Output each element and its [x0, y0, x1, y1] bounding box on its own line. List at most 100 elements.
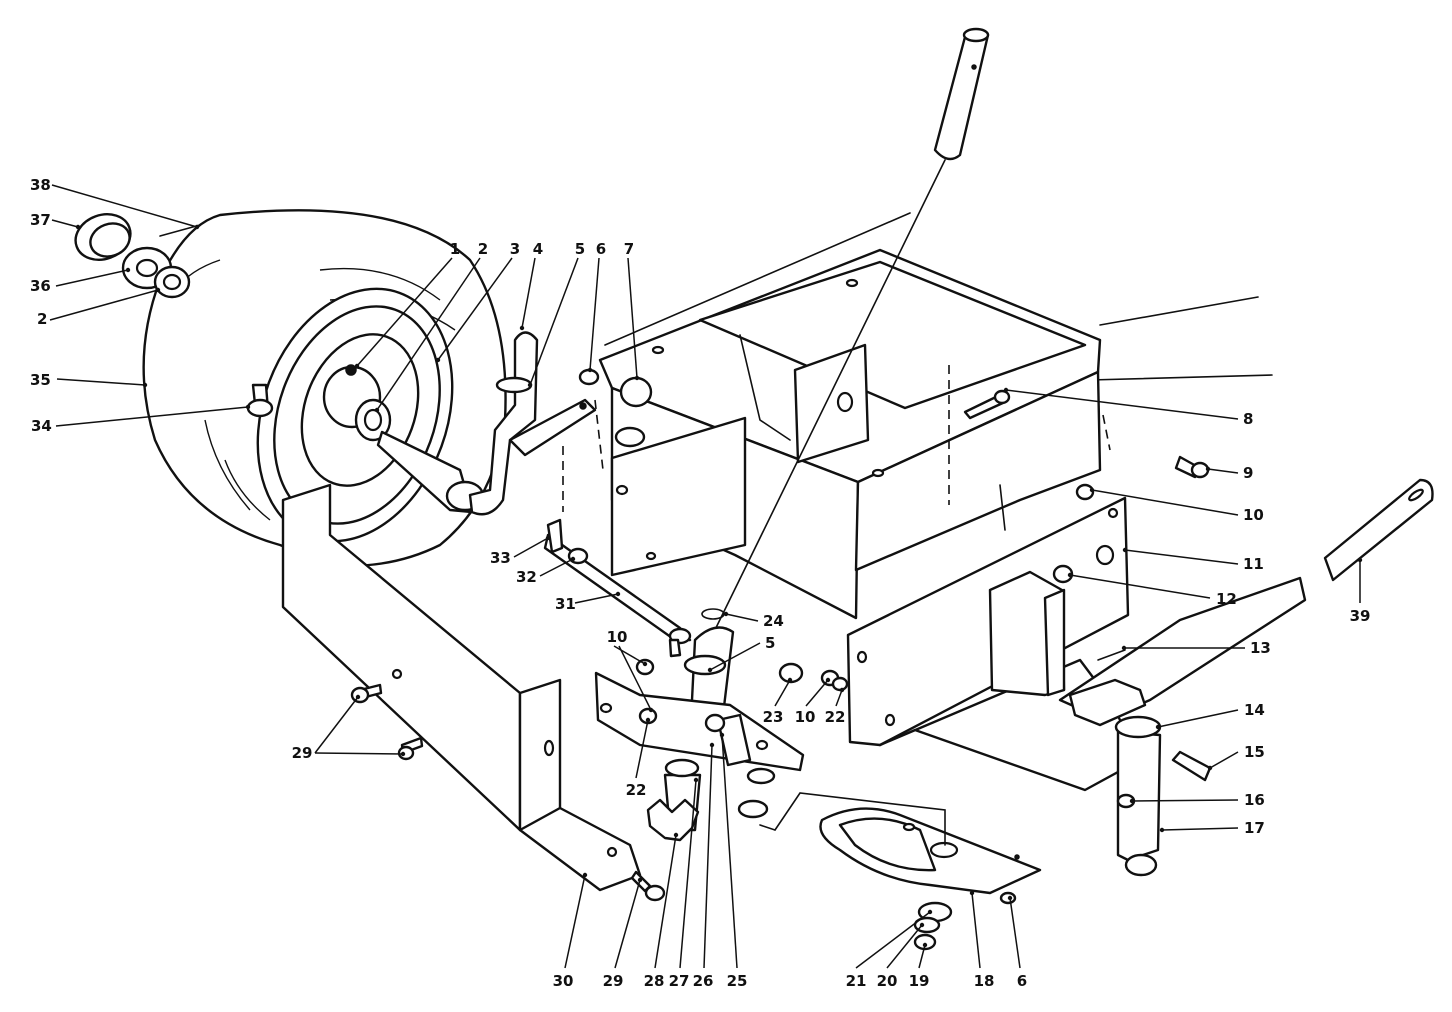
callout-number: 24 [763, 612, 784, 630]
leader-dot [519, 325, 525, 331]
leader-line [618, 645, 652, 711]
callout-number: 28 [644, 972, 665, 990]
callout-27: 27 [669, 777, 699, 990]
callout-number: 26 [693, 972, 714, 990]
leader-dot [75, 224, 81, 230]
callout-10: 10 [795, 677, 831, 726]
callout-number: 39 [1350, 607, 1371, 625]
leader-line [635, 719, 649, 779]
leader-dot [1205, 466, 1211, 472]
callout-31: 31 [555, 591, 621, 613]
leader-line [314, 752, 404, 755]
leader-dot [1155, 724, 1161, 730]
callout-number: 35 [30, 371, 51, 389]
callout-32: 32 [516, 556, 576, 586]
callout-5: 5 [707, 634, 775, 673]
leader-dot [927, 909, 933, 915]
leader-dot [545, 535, 551, 541]
leader-line [855, 911, 931, 969]
callout-16: 16 [1129, 791, 1265, 809]
callout-number: 3 [510, 240, 520, 258]
tie-rod [543, 518, 692, 658]
leader-dot [582, 872, 588, 878]
callout-number: 16 [1244, 791, 1265, 809]
callout-number: 5 [575, 240, 585, 258]
callout-number: 22 [825, 708, 846, 726]
leader-line [1069, 574, 1211, 599]
callout-number: 25 [727, 972, 748, 990]
callout-number: 6 [596, 240, 606, 258]
leader-line [805, 679, 829, 707]
leader-dot [374, 407, 380, 413]
leader-line [314, 696, 359, 754]
callout-35: 35 [30, 371, 148, 389]
leader-line [774, 679, 791, 707]
leader-dot [435, 357, 441, 363]
leader-dot [645, 717, 651, 723]
leader-line [1124, 549, 1239, 565]
leader-line [51, 219, 79, 228]
sector-gear-plate [819, 807, 1042, 951]
callout-17: 17 [1159, 819, 1265, 837]
callout-13: 13 [1121, 639, 1271, 657]
callout-19: 19 [909, 942, 929, 990]
leader-line [521, 257, 536, 329]
callout-number: 10 [607, 628, 628, 646]
callout-38: 38 [30, 176, 200, 230]
callout-number: 10 [1243, 506, 1264, 524]
callout-24: 24 [723, 611, 784, 630]
leader-line [437, 257, 513, 361]
callout-22: 22 [825, 687, 846, 726]
callout-34: 34 [31, 404, 251, 435]
callout-6: 6 [587, 240, 606, 373]
leader-dot [969, 890, 975, 896]
leader-line [529, 257, 579, 386]
leader-dot [155, 287, 161, 293]
leader-dot [1067, 572, 1073, 578]
leader-line [55, 269, 129, 287]
leader-dot [1129, 798, 1135, 804]
callout-number: 15 [1244, 743, 1265, 761]
callout-11: 11 [1122, 547, 1264, 573]
callout-15: 15 [1207, 743, 1265, 771]
leader-line [886, 924, 923, 969]
leader-line [725, 613, 759, 622]
callout-number: 7 [624, 240, 634, 258]
callout-21: 21 [846, 909, 933, 990]
callout-1: 1 [354, 240, 460, 369]
callout-number: 10 [795, 708, 816, 726]
leader-dot [693, 777, 699, 783]
leader-dot [1159, 827, 1165, 833]
chassis-frame [598, 212, 1307, 792]
callout-number: 9 [1243, 464, 1253, 482]
callout-number: 29 [292, 744, 313, 762]
callout-number: 22 [626, 781, 647, 799]
callout-number: 18 [974, 972, 995, 990]
callout-33: 33 [490, 535, 551, 567]
leader-line [1161, 827, 1239, 831]
leader-line [835, 689, 843, 707]
leader-dot [194, 224, 200, 230]
leader-dot [642, 661, 648, 667]
leader-line [1209, 751, 1239, 769]
callout-number: 30 [553, 972, 574, 990]
leader-dot [400, 751, 406, 757]
leader-line [55, 406, 249, 427]
leader-line [56, 378, 146, 386]
callout-30: 30 [553, 872, 588, 990]
callout-36: 36 [30, 267, 131, 295]
callout-number: 36 [30, 277, 51, 295]
callout-number: 2 [37, 310, 47, 328]
callout-22: 22 [626, 717, 651, 799]
leader-line [721, 734, 738, 969]
leader-line [703, 744, 713, 969]
leader-line [709, 642, 761, 671]
leader-dot [355, 694, 361, 700]
callout-26: 26 [693, 742, 715, 990]
callout-number: 17 [1244, 819, 1265, 837]
axle-pivot-tube [1114, 715, 1212, 877]
leader-line [613, 645, 646, 665]
leader-dot [723, 611, 729, 617]
leader-line [971, 892, 981, 969]
